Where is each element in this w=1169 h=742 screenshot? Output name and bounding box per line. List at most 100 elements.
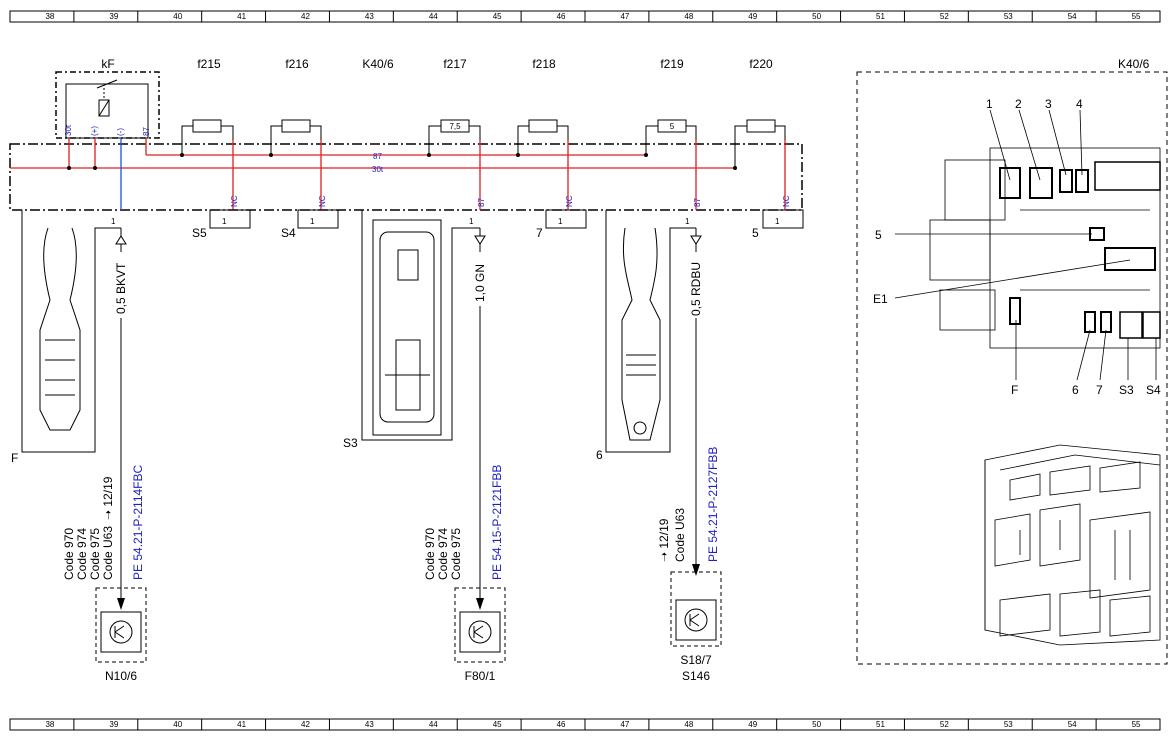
callout-3: 3 [1045, 97, 1052, 111]
callout-6: 6 [1072, 383, 1079, 397]
pin-1-c: 1 [558, 217, 563, 226]
ruler-column-48: 48 [684, 12, 693, 21]
callout-5: 5 [875, 228, 882, 242]
ruler-column-48: 48 [684, 720, 693, 729]
terminal-s3-label: S3 [343, 436, 358, 450]
component-s146-label: S146 [682, 669, 710, 683]
pin-1-f: 1 [469, 217, 474, 226]
fuse-label-f220: f220 [749, 57, 773, 71]
fuse-label-f218: f218 [532, 57, 556, 71]
wire-mid-ref: PE 54.15-P-2121FBB [490, 465, 504, 580]
fuse-label-f215: f215 [197, 57, 221, 71]
fuse-f218 [517, 119, 569, 210]
fuse-value-f217: 7,5 [449, 122, 461, 131]
output-7: 7 [536, 226, 543, 240]
ruler-column-46: 46 [557, 12, 566, 21]
ruler-column-44: 44 [429, 12, 438, 21]
wire-left: 0,5 BKVT PE 54.21-P-2114FBC Code 970 Cod… [62, 228, 145, 610]
ruler-column-39: 39 [109, 720, 118, 729]
ruler-column-38: 38 [45, 720, 54, 729]
output-5: 5 [752, 226, 759, 240]
ruler-column-54: 54 [1068, 720, 1077, 729]
bus-label-30t: 30t [372, 165, 384, 174]
callout-2: 2 [1015, 97, 1022, 111]
ruler-column-47: 47 [620, 720, 629, 729]
out-nc-4: NC [782, 195, 791, 207]
callout-7: 7 [1096, 383, 1103, 397]
wire-left-code-2: Code 975 [88, 528, 102, 580]
terminal-6: 6 [596, 210, 696, 462]
pin-minus: (-) [116, 128, 125, 136]
wire-mid-code-0: Code 970 [423, 528, 437, 580]
out-nc-1: NC [230, 195, 239, 207]
fusebox-iso-illustration [984, 444, 1161, 646]
output-s5: S5 [192, 226, 207, 240]
callout-e1: E1 [873, 292, 888, 306]
fuse-f220 [734, 119, 786, 210]
wire-left-arrow: ➝ 12/19 [101, 476, 115, 520]
ruler-column-38: 38 [45, 12, 54, 21]
component-s18-7: S18/7 S146 [670, 571, 722, 683]
wire-mid-code-2: Code 975 [449, 528, 463, 580]
module-housing [9, 143, 803, 211]
wire-right-spec: 0,5 RDBU [689, 262, 703, 316]
component-f80-1: F80/1 [454, 587, 506, 683]
wire-right: 0,5 RDBU PE 54.21-P-2127FBB ➝ 12/19 Code… [657, 228, 720, 576]
module-label: K40/6 [362, 57, 394, 71]
ruler-column-49: 49 [748, 12, 757, 21]
out-nc-2: NC [318, 195, 327, 207]
fuse-f216 [270, 119, 322, 210]
terminal-6-label: 6 [596, 448, 603, 462]
ruler-column-45: 45 [493, 720, 502, 729]
ruler-column-45: 45 [493, 12, 502, 21]
component-n10-6-label: N10/6 [105, 669, 137, 683]
wire-left-code-3: Code U63 [101, 526, 115, 580]
pin-1-b: 1 [310, 217, 315, 226]
fuse-f217: 7,5 [428, 119, 481, 210]
wire-left-ref: PE 54.21-P-2114FBC [131, 464, 145, 580]
ruler-column-47: 47 [620, 12, 629, 21]
ruler-column-41: 41 [237, 720, 246, 729]
wire-right-ref: PE 54.21-P-2127FBB [706, 447, 720, 562]
ruler-column-46: 46 [557, 720, 566, 729]
ruler-column-53: 53 [1004, 720, 1013, 729]
callout-4: 4 [1076, 97, 1083, 111]
wire-right-code-0: Code U63 [673, 508, 687, 562]
component-f80-1-label: F80/1 [465, 669, 496, 683]
ruler-column-42: 42 [301, 720, 310, 729]
ruler-column-41: 41 [237, 12, 246, 21]
ruler-column-49: 49 [748, 720, 757, 729]
ruler-column-55: 55 [1132, 12, 1141, 21]
terminal-f-label: F [11, 451, 18, 465]
ruler-column-44: 44 [429, 720, 438, 729]
ruler-column-53: 53 [1004, 12, 1013, 21]
connector-tabs [209, 209, 804, 229]
wire-right-arrow: ➝ 12/19 [657, 518, 671, 562]
wire-mid-spec: 1,0 GN [473, 264, 487, 302]
ruler-column-51: 51 [876, 720, 885, 729]
fuse-label-f217: f217 [443, 57, 467, 71]
ruler-column-43: 43 [365, 720, 374, 729]
ruler-column-51: 51 [876, 12, 885, 21]
pin-1-e: 1 [111, 217, 116, 226]
bus-label-87: 87 [373, 152, 382, 161]
detail-panel: K40/6 [856, 57, 1168, 665]
component-s18-7-label: S18/7 [680, 653, 712, 667]
fuse-label-f216: f216 [285, 57, 309, 71]
terminal-f: F [11, 210, 121, 465]
wire-left-spec: 0,5 BKVT [114, 262, 128, 314]
ruler-column-43: 43 [365, 12, 374, 21]
out-87-2: 87 [693, 198, 702, 207]
detail-title: K40/6 [1118, 57, 1150, 71]
pin-plus: (+) [90, 126, 99, 136]
callout-s4: S4 [1146, 383, 1161, 397]
ruler-column-42: 42 [301, 12, 310, 21]
callout-f: F [1011, 383, 1018, 397]
fuse-label-f219: f219 [660, 57, 684, 71]
out-87-1: 87 [477, 198, 486, 207]
callout-s3: S3 [1119, 383, 1134, 397]
ruler-column-52: 52 [940, 12, 949, 21]
